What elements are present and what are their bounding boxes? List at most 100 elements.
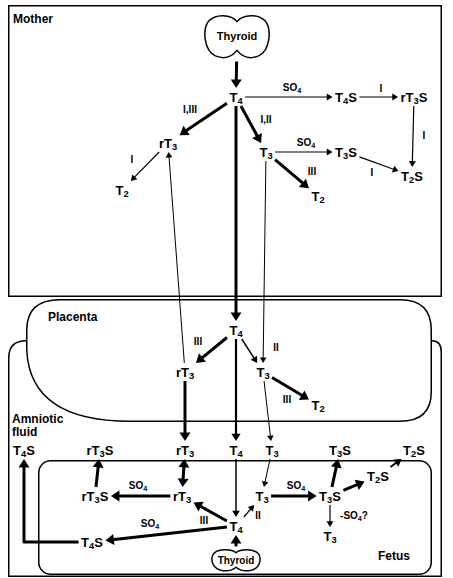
arrow-connector — [180, 103, 227, 135]
arrow-head — [196, 353, 206, 363]
hormone-name: T2S — [401, 169, 423, 184]
subscript-digit: 4 — [21, 449, 26, 459]
enzyme-label: I — [130, 154, 135, 166]
subscript-digit: 4 — [237, 449, 242, 459]
region-border — [27, 300, 432, 422]
arrow-connector — [231, 62, 242, 89]
connector-line — [242, 339, 255, 359]
subscript-digit: 3 — [95, 495, 100, 505]
hormone-node: T4 — [228, 90, 243, 105]
hormone-node: rT3S — [86, 443, 115, 458]
arrow-connector — [245, 93, 333, 100]
connector-line — [245, 96, 328, 97]
hormone-name: T3 — [255, 489, 268, 504]
hormone-node: T4 — [228, 323, 243, 338]
subscript-digit: 4 — [143, 484, 147, 493]
hormone-node: T2 — [310, 189, 325, 204]
connector-line — [343, 484, 358, 490]
enzyme-label: I — [422, 130, 427, 142]
region-border — [39, 461, 432, 575]
region-name: Placenta — [48, 311, 97, 324]
arrow-head — [248, 505, 254, 512]
hormone-node: T4S — [12, 443, 36, 458]
connector-line — [263, 161, 266, 359]
enzyme-label: I,III — [182, 104, 198, 116]
arrow-head — [131, 174, 138, 181]
hormone-node: T2S — [366, 469, 390, 484]
arrow-head — [308, 491, 317, 502]
hormone-node: T3S — [328, 443, 352, 458]
arrow-connector — [244, 505, 254, 517]
region-name: Fetus — [378, 550, 410, 563]
subscript-digit: 3 — [186, 495, 191, 505]
enzyme-label: -SO4? — [339, 510, 369, 522]
arrow-head — [326, 521, 333, 527]
hormone-node: rT3S — [400, 90, 429, 105]
connector-line — [275, 160, 304, 184]
hormone-name: T4 — [229, 323, 242, 338]
subscript-digit: 3 — [100, 449, 105, 459]
subscript-digit: 2 — [319, 404, 324, 414]
hormone-name: T3 — [265, 443, 278, 458]
arrow-connector — [343, 480, 364, 491]
arrow-head — [327, 148, 333, 155]
hormone-name: T4S — [335, 90, 357, 105]
subscript-digit: 2 — [411, 449, 416, 459]
region-name: Amniotic fluid — [12, 413, 76, 439]
amniotic-region: Amniotic fluidT4SrT3SrT3T4T3T3ST2SFetusr… — [8, 340, 442, 577]
arrow-connector — [359, 157, 398, 173]
hormone-name: rT3 — [176, 443, 194, 458]
arrow-head — [355, 480, 365, 490]
thyroid-shape — [212, 550, 260, 571]
arrow-head — [327, 93, 333, 100]
connector-line — [183, 381, 186, 434]
connector-line — [241, 106, 258, 137]
hormone-node: rT3 — [175, 443, 195, 458]
connector-line — [264, 381, 270, 437]
connector-line — [134, 152, 159, 178]
hormone-name: T2S — [403, 443, 425, 458]
subscript-digit: 3 — [189, 449, 194, 459]
arrow-head — [18, 459, 29, 468]
hormone-name: rT3 — [173, 489, 191, 504]
arrow-head — [105, 534, 114, 545]
hormone-name: rT3S — [87, 443, 114, 458]
hormone-name: rT3S — [82, 489, 109, 504]
subscript-digit: 3 — [264, 371, 269, 381]
enzyme-label: I,II — [259, 114, 272, 126]
enzyme-label: III — [307, 166, 317, 178]
connector-line — [275, 151, 328, 152]
connector-line — [235, 106, 238, 314]
arrow-head — [251, 356, 258, 363]
hormone-node: T4 — [228, 443, 243, 458]
subscript-digit: 3 — [331, 535, 336, 545]
hormone-node: rT3 — [175, 365, 195, 380]
hormone-name: T3S — [319, 489, 341, 504]
arrow-connector — [131, 152, 159, 181]
hormone-node: T4S — [80, 535, 104, 550]
connector-line — [96, 466, 98, 487]
arrow-connector — [231, 535, 242, 547]
hormone-node: T2 — [114, 183, 129, 198]
subscript-digit: 4 — [358, 514, 362, 523]
subscript-digit: 4 — [343, 96, 348, 106]
mother-region: MotherThyroidT4T4SrT3SrT3T3T3ST2T2T2S — [8, 5, 442, 297]
arrow-head — [194, 502, 204, 512]
subscript-digit: 3 — [327, 495, 332, 505]
arrow-connector — [409, 106, 416, 167]
enzyme-label: SO4 — [140, 518, 160, 530]
thyroid-shape — [205, 16, 269, 58]
subscript-digit: 3 — [267, 151, 272, 161]
arrow-connector — [331, 459, 342, 487]
hormone-name: T3 — [256, 365, 269, 380]
arrow-connector — [275, 160, 309, 189]
subscript-digit: 4 — [297, 86, 301, 95]
enzyme-label: III — [282, 394, 292, 406]
arrow-head — [260, 357, 267, 363]
subscript-digit: 3 — [263, 495, 268, 505]
subscript-digit: 3 — [337, 449, 342, 459]
enzyme-label: II — [254, 510, 262, 522]
enzyme-label: SO4 — [282, 82, 302, 94]
arrow-head — [252, 133, 262, 143]
